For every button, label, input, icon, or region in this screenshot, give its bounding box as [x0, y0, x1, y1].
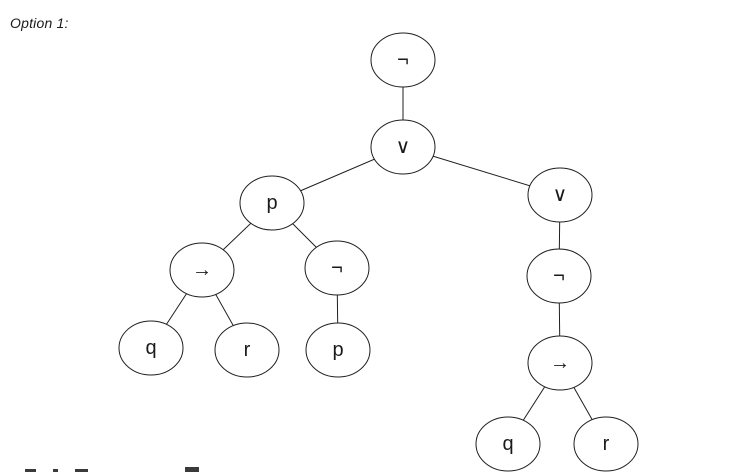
- node-label: p: [332, 339, 343, 361]
- tree-node-n13: r: [573, 416, 639, 472]
- text-fragment-mark: [53, 469, 58, 472]
- node-circle: [214, 322, 280, 378]
- node-label: ¬: [553, 265, 565, 287]
- node-circle: [118, 320, 184, 376]
- node-label: ∨: [553, 184, 568, 206]
- tree-node-n4: ∨: [527, 167, 593, 223]
- node-label: r: [603, 433, 610, 455]
- tree-node-n12: q: [475, 416, 541, 472]
- tree-node-n5: →: [169, 242, 235, 298]
- node-label: q: [502, 433, 513, 455]
- tree-node-n6: ¬: [304, 240, 370, 296]
- node-label: r: [244, 339, 251, 361]
- node-label: →: [550, 352, 570, 374]
- node-label: p: [266, 192, 277, 214]
- text-fragment-mark: [75, 469, 88, 472]
- node-circle: [370, 119, 436, 175]
- tree-node-n9: r: [214, 322, 280, 378]
- option-label: Option 1:: [10, 15, 69, 31]
- node-label: →: [192, 259, 212, 281]
- node-label: ¬: [331, 257, 343, 279]
- tree-node-n1: ¬: [370, 32, 436, 88]
- tree-node-n2: ∨: [370, 119, 436, 175]
- tree-node-n7: ¬: [526, 248, 592, 304]
- tree-node-n10: p: [305, 322, 371, 378]
- node-label: ∨: [396, 136, 411, 158]
- node-circle: [304, 240, 370, 296]
- node-circle: [370, 32, 436, 88]
- node-circle: [526, 248, 592, 304]
- tree-node-n11: →: [527, 335, 593, 391]
- clipped-text-line: [0, 466, 737, 472]
- node-circle: [475, 416, 541, 472]
- node-circle: [573, 416, 639, 472]
- node-label: q: [145, 337, 156, 359]
- node-circle: [527, 167, 593, 223]
- node-circle: [169, 242, 235, 298]
- node-circle: [305, 322, 371, 378]
- node-circle: [527, 335, 593, 391]
- text-fragment-mark: [25, 469, 36, 472]
- tree-node-n3: p: [239, 175, 305, 231]
- tree-node-n8: q: [118, 320, 184, 376]
- text-fragment-mark: [185, 467, 199, 472]
- node-circle: [239, 175, 305, 231]
- node-label: ¬: [397, 49, 409, 71]
